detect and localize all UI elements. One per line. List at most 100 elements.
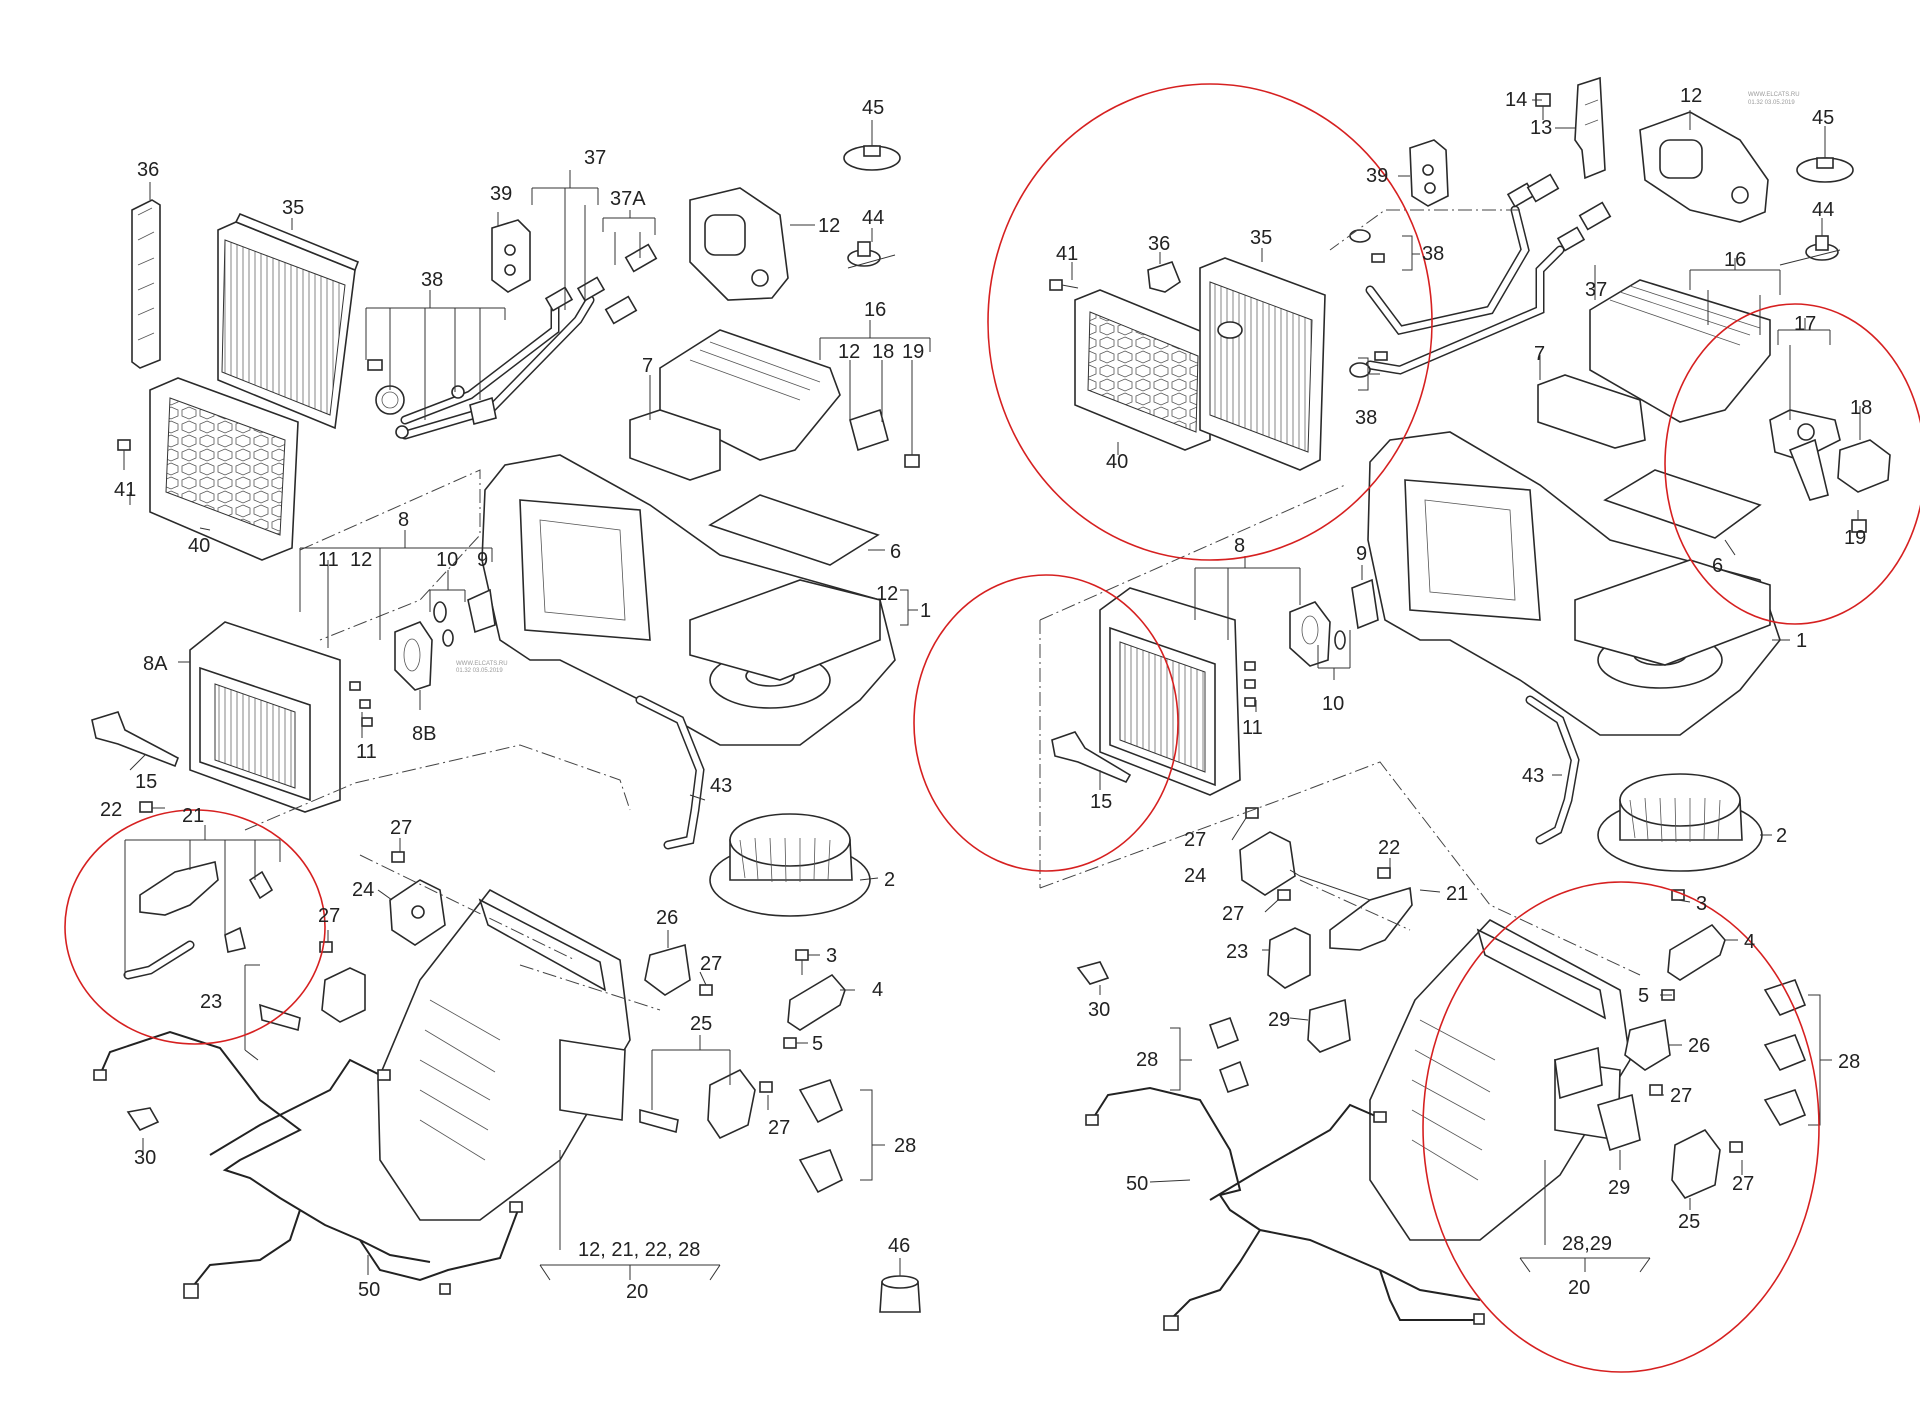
label-20: 20	[626, 1281, 648, 1303]
part-4-cover	[787, 973, 846, 1031]
label-4: 4	[872, 979, 883, 1001]
label-r-4: 4	[1744, 931, 1755, 953]
label-12-flap: 12	[838, 341, 860, 363]
part-15-temperature-sensor-r	[1051, 731, 1132, 784]
part-35-heater-core-r	[1199, 257, 1326, 471]
part-3-screw	[795, 949, 809, 975]
part-6-cabin-filter-r	[1603, 469, 1762, 539]
label-37a: 37A	[610, 188, 646, 210]
part-8-evaporator-r	[1099, 587, 1241, 796]
label-r-27-c: 27	[1670, 1085, 1692, 1107]
label-r-38-bottom: 38	[1355, 407, 1377, 429]
part-50-wiring-harness-r	[1085, 1086, 1485, 1331]
part-11-screws	[349, 681, 373, 727]
highlight-ring-left-21	[64, 809, 326, 1045]
part-6-cabin-filter	[708, 494, 880, 566]
label-r-9: 9	[1356, 543, 1367, 565]
label-r-14: 14	[1505, 89, 1527, 111]
label-41: 41	[114, 479, 136, 501]
assembly-outline-right-lower	[1039, 761, 1641, 976]
part-41-screw	[117, 439, 131, 470]
label-r-41: 41	[1056, 243, 1078, 265]
part-11-screws-r	[1244, 661, 1256, 707]
label-r-43: 43	[1522, 765, 1544, 787]
label-50: 50	[358, 1279, 380, 1301]
label-19: 19	[902, 341, 924, 363]
label-8b: 8B	[412, 723, 436, 745]
part-43-drain-hose	[635, 695, 705, 850]
part-8a-evaporator	[189, 621, 341, 813]
label-r-7: 7	[1534, 343, 1545, 365]
label-r-15: 15	[1090, 791, 1112, 813]
part-26-actuator	[644, 943, 691, 996]
part-7-seal-strip	[629, 409, 721, 481]
label-45: 45	[862, 97, 884, 119]
label-8: 8	[398, 509, 409, 531]
label-37: 37	[584, 147, 606, 169]
part-12-gasket-plate	[689, 187, 789, 301]
part-10-o-rings	[433, 601, 454, 647]
part-25-actuator-r	[1671, 1128, 1721, 1199]
part-29-actuator-r	[1307, 998, 1351, 1053]
label-r-38-top: 38	[1422, 243, 1444, 265]
label-r-16: 16	[1724, 249, 1746, 271]
part-41-screw-r	[1049, 279, 1079, 291]
part-24-actuator	[389, 879, 446, 946]
part-2-blower-motor	[709, 813, 871, 917]
label-12-housing: 12	[876, 583, 898, 605]
label-6: 6	[890, 541, 901, 563]
part-38-seals-clamps	[367, 359, 497, 439]
part-23-actuator-r	[1267, 927, 1311, 989]
label-r-1: 1	[1796, 630, 1807, 652]
label-15: 15	[135, 771, 157, 793]
label-r-44: 44	[1812, 199, 1834, 221]
label-r-12: 12	[1680, 85, 1702, 107]
label-9: 9	[477, 549, 488, 571]
part-19-screw-r	[1851, 519, 1867, 533]
label-r-40: 40	[1106, 451, 1128, 473]
label-43: 43	[710, 775, 732, 797]
highlight-ring-right-evaporator	[913, 574, 1179, 872]
assembly-outline-right-upper	[1039, 209, 1520, 888]
part-20-lower-housing	[377, 888, 631, 1221]
part-50-wiring-harness	[93, 1030, 523, 1299]
label-r-50: 50	[1126, 1173, 1148, 1195]
label-r-13: 13	[1530, 117, 1552, 139]
label-27-c: 27	[700, 953, 722, 975]
label-38: 38	[421, 269, 443, 291]
label-r-27-a: 27	[1184, 829, 1206, 851]
part-5-screw	[783, 1037, 797, 1049]
label-r-27-b: 27	[1222, 903, 1244, 925]
label-11-upper: 11	[318, 549, 339, 571]
part-9-expansion-valve-r	[1351, 578, 1379, 630]
label-1: 1	[920, 600, 931, 622]
part-21-linkage-r	[1329, 886, 1413, 951]
label-7: 7	[642, 355, 653, 377]
watermark-left-line1: WWW.ELCATS.RU	[456, 661, 508, 667]
part-26-actuator-r	[1624, 1018, 1671, 1071]
label-r-26: 26	[1688, 1035, 1710, 1057]
part-1-main-housing	[481, 454, 896, 746]
part-13-bracket	[1574, 76, 1606, 180]
label-r-24: 24	[1184, 865, 1206, 887]
highlight-ring-right-lower	[1422, 881, 1820, 1373]
part-9-expansion-valve	[467, 588, 496, 634]
highlight-ring-right-flap	[1664, 303, 1920, 625]
right-leader-lines	[1071, 99, 1861, 1273]
label-r-28-29: 28,29	[1562, 1233, 1612, 1255]
label-39: 39	[490, 183, 512, 205]
label-r-8: 8	[1234, 535, 1245, 557]
part-43-drain-hose-r	[1525, 695, 1580, 845]
part-38-seals-clamps-r	[1349, 229, 1388, 378]
part-4-cover-r	[1667, 923, 1726, 981]
part-2-blower-motor-r	[1597, 773, 1763, 872]
part-39-valve-block	[491, 219, 531, 293]
part-18-actuator-r	[1837, 439, 1891, 493]
label-46: 46	[888, 1235, 910, 1257]
label-r-6: 6	[1712, 555, 1723, 577]
label-12-21-22-28: 12, 21, 22, 28	[578, 1239, 700, 1261]
label-21: 21	[182, 805, 204, 827]
label-8a: 8A	[143, 653, 168, 675]
assembly-outline-left-lower	[244, 744, 661, 1011]
